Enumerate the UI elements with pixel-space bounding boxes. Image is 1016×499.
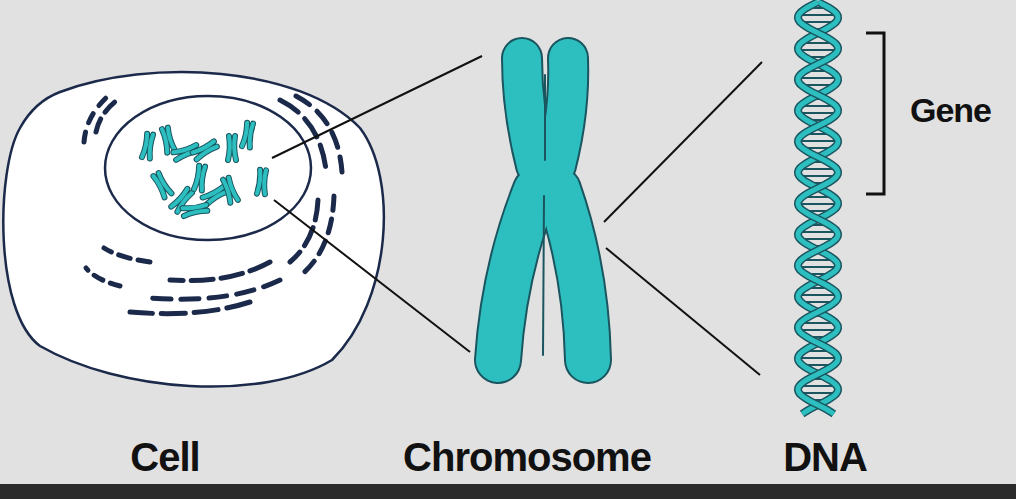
cell-membrane — [3, 72, 384, 387]
gene-label: Gene — [910, 91, 991, 130]
endoplasmic-reticulum — [84, 96, 342, 314]
small-chromosome — [203, 186, 228, 205]
small-chromosome — [142, 133, 154, 158]
small-chromosome — [257, 170, 267, 195]
small-chromosome — [182, 204, 207, 216]
zoom-lines — [272, 56, 762, 375]
gene-bracket — [866, 33, 884, 194]
dna-helix — [798, 2, 838, 414]
small-chromosome — [194, 165, 206, 190]
small-chromosomes — [142, 122, 267, 216]
chromosome-label: Chromosome — [403, 435, 651, 480]
cell-label: Cell — [130, 435, 199, 480]
small-chromosome — [193, 141, 218, 160]
small-chromosome — [228, 136, 236, 160]
small-chromosome — [153, 173, 172, 198]
small-chromosome — [242, 122, 254, 147]
nucleus — [105, 96, 311, 240]
chromosome — [498, 58, 588, 360]
small-chromosome — [222, 177, 238, 202]
bottom-bar — [0, 484, 1016, 499]
dna-label: DNA — [783, 435, 867, 480]
small-chromosome — [161, 127, 175, 152]
